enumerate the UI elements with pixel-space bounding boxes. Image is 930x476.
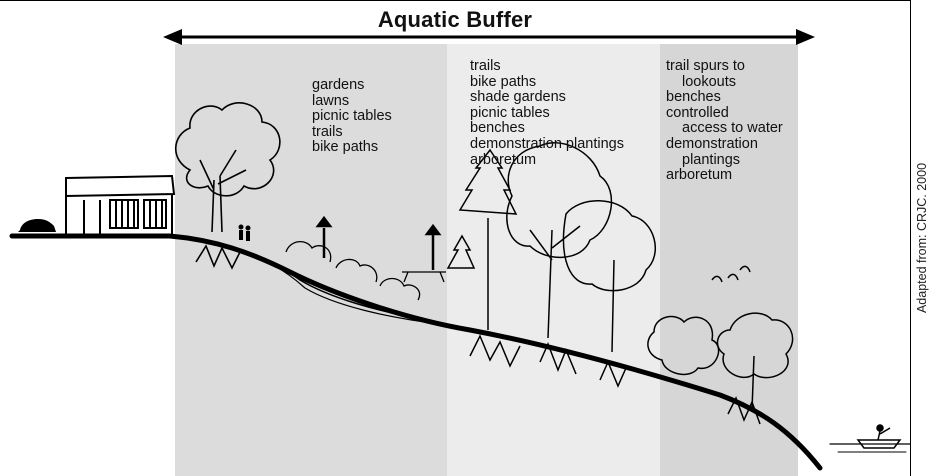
frame-top-border (0, 0, 911, 1)
streamside-vegetation-drawing (648, 266, 793, 424)
use-item: picnic tables (312, 109, 392, 125)
use-item: trail spurs to (666, 59, 783, 75)
use-item: plantings (666, 153, 783, 169)
ground-slope (12, 236, 910, 468)
use-item: gardens (312, 78, 392, 94)
use-item: bike paths (470, 75, 624, 91)
use-item: arboretum (470, 153, 624, 169)
diagram-title: Aquatic Buffer (0, 7, 910, 33)
shade-tree-drawing (176, 103, 280, 268)
source-credit: Adapted from: CRJC. 2000 (915, 163, 929, 313)
building-drawing (66, 176, 174, 234)
people-drawing (239, 225, 251, 242)
car-drawing (18, 219, 56, 232)
outer-zone-uses: gardens lawns picnic tables trails bike … (312, 78, 392, 156)
use-item: access to water (666, 121, 783, 137)
use-item: trails (470, 59, 624, 75)
lamp-post-drawing (318, 218, 439, 270)
use-item: benches (470, 121, 624, 137)
use-item: picnic tables (470, 106, 624, 122)
use-item: benches (666, 90, 783, 106)
use-item: controlled (666, 106, 783, 122)
frame-right-border (910, 0, 911, 476)
use-item: shade gardens (470, 90, 624, 106)
use-item: lookouts (666, 75, 783, 91)
use-item: trails (312, 125, 392, 141)
buffer-diagram: Aquatic Buffer gardens lawns picnic tabl… (0, 0, 910, 476)
use-item: arboretum (666, 168, 783, 184)
use-item: demonstration (666, 137, 783, 153)
use-item: lawns (312, 94, 392, 110)
use-item: bike paths (312, 140, 392, 156)
use-item: demonstration plantings (470, 137, 624, 153)
streamside-zone-uses: trail spurs to lookouts benches controll… (666, 59, 783, 184)
middle-zone-uses: trails bike paths shade gardens picnic t… (470, 59, 624, 168)
